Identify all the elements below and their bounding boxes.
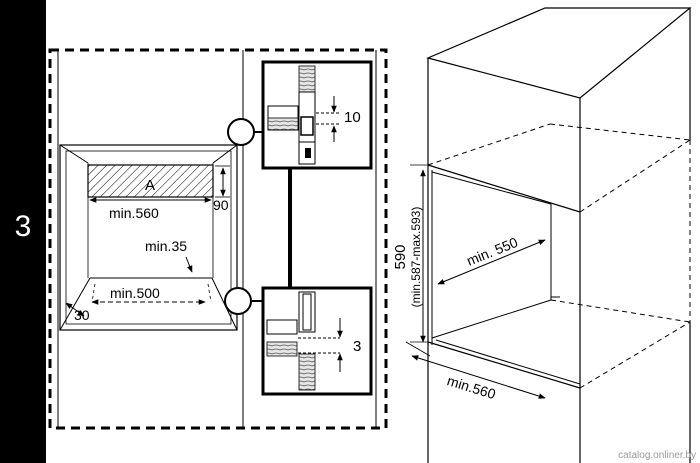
bottom-depth-label: min.500 — [110, 285, 160, 301]
ventilation-cutout — [87, 164, 214, 198]
bottom-gap-label: 3 — [353, 338, 361, 355]
cabinet-front-view: A 90 min.560 min.35 min.500 30 — [48, 48, 388, 430]
front-offset-dimension — [65, 302, 85, 317]
detail-callouts — [224, 118, 292, 315]
niche-height-label: 590 — [392, 244, 409, 269]
detail-marker-bottom — [224, 287, 252, 315]
step-number-bar: 3 — [0, 0, 46, 463]
detail-box-top: 10 — [261, 60, 373, 170]
niche-depth-label: min. 550 — [464, 234, 520, 269]
watermark: catalog.onliner.by — [618, 450, 696, 461]
cabinet-perspective-view — [426, 7, 692, 463]
installation-diagram: A 90 min.560 min.35 min.500 30 — [48, 7, 692, 463]
detail-box-bottom: 3 — [261, 286, 373, 396]
cutout-height-label: 90 — [213, 197, 229, 213]
rear-gap-label: min.35 — [145, 238, 187, 254]
niche-width-label-right: min.560 — [445, 372, 498, 402]
cabinet-dashed-outline — [48, 48, 388, 430]
detail-marker-top — [227, 118, 255, 146]
niche-width-dimension-right — [411, 355, 546, 399]
top-gap-label: 10 — [344, 109, 361, 126]
rear-gap-arrow — [185, 256, 193, 273]
niche-depth-dimension — [437, 239, 546, 285]
front-offset-label: 30 — [74, 307, 90, 323]
niche-height-range-label: (min.587-max.593) — [409, 207, 423, 308]
step-number: 3 — [14, 210, 32, 243]
niche-width-label: min.560 — [109, 205, 159, 221]
cutout-label: A — [145, 177, 155, 194]
